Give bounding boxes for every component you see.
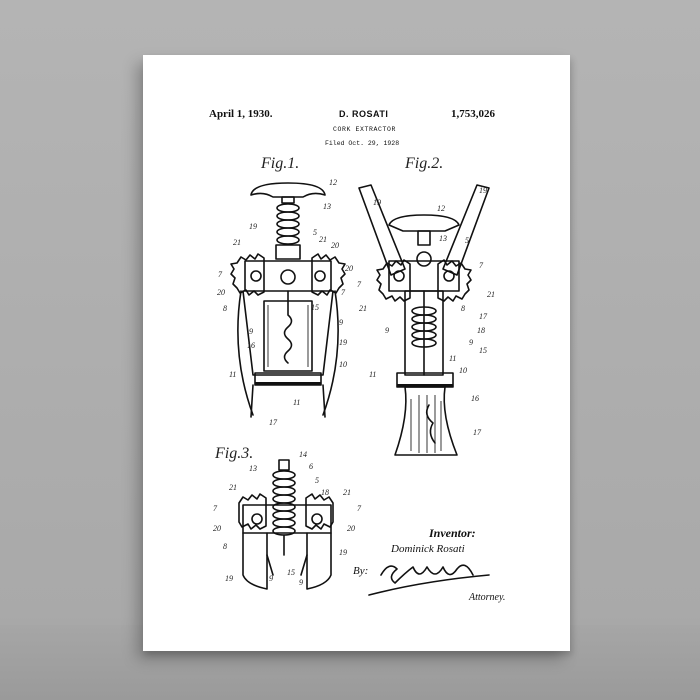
patent-poster: April 1, 1930. D. ROSATI 1,753,026 CORK … xyxy=(143,55,570,651)
svg-text:18: 18 xyxy=(477,326,485,335)
inventor-label: Inventor: xyxy=(429,526,476,540)
figure-2-drawing: 19 19 12 13 5 20 7 7 21 21 8 17 18 9 9 1… xyxy=(345,184,495,456)
svg-text:9: 9 xyxy=(249,327,253,336)
svg-text:19: 19 xyxy=(479,186,487,195)
svg-text:20: 20 xyxy=(213,524,221,533)
svg-text:21: 21 xyxy=(233,238,241,247)
svg-text:5: 5 xyxy=(315,476,319,485)
patent-drawings: 12 13 19 5 21 20 21 7 20 8 7 9 16 15 9 1… xyxy=(213,178,495,596)
svg-text:7: 7 xyxy=(218,270,223,279)
svg-text:6: 6 xyxy=(309,462,313,471)
svg-text:20: 20 xyxy=(217,288,225,297)
svg-text:20: 20 xyxy=(347,524,355,533)
patent-inventor-header: D. ROSATI xyxy=(339,109,389,119)
svg-text:7: 7 xyxy=(357,280,362,289)
svg-text:13: 13 xyxy=(249,464,257,473)
figure-2-label: Fig.2. xyxy=(405,155,444,172)
svg-text:11: 11 xyxy=(449,354,456,363)
svg-text:15: 15 xyxy=(479,346,487,355)
svg-text:15: 15 xyxy=(287,568,295,577)
svg-text:8: 8 xyxy=(461,304,465,313)
svg-text:9: 9 xyxy=(385,326,389,335)
patent-filed-date: Filed Oct. 29, 1928 xyxy=(325,140,400,147)
svg-text:9: 9 xyxy=(469,338,473,347)
svg-text:19: 19 xyxy=(373,198,381,207)
by-label: By: xyxy=(353,565,369,577)
patent-title: CORK EXTRACTOR xyxy=(333,126,397,133)
svg-text:12: 12 xyxy=(329,178,337,187)
svg-text:16: 16 xyxy=(471,394,479,403)
svg-text:9: 9 xyxy=(339,318,343,327)
svg-text:21: 21 xyxy=(229,483,237,492)
svg-text:10: 10 xyxy=(459,366,467,375)
inventor-name: Dominick Rosati xyxy=(391,543,465,555)
attorney-label: Attorney. xyxy=(469,592,506,603)
svg-text:11: 11 xyxy=(293,398,300,407)
figure-3-drawing: 14 13 6 5 18 21 21 7 7 20 20 8 19 19 9 1… xyxy=(213,450,362,590)
svg-text:12: 12 xyxy=(437,204,445,213)
svg-text:19: 19 xyxy=(225,574,233,583)
svg-text:19: 19 xyxy=(339,548,347,557)
attorney-signature xyxy=(368,564,490,596)
svg-text:10: 10 xyxy=(339,360,347,369)
svg-text:7: 7 xyxy=(213,504,218,513)
patent-number: 1,753,026 xyxy=(451,108,495,120)
svg-text:21: 21 xyxy=(487,290,495,299)
svg-text:20: 20 xyxy=(345,264,353,273)
svg-text:20: 20 xyxy=(331,241,339,250)
svg-text:17: 17 xyxy=(269,418,278,427)
svg-text:15: 15 xyxy=(311,303,319,312)
figure-3-label: Fig.3. xyxy=(215,445,254,462)
svg-text:18: 18 xyxy=(321,488,329,497)
svg-text:5: 5 xyxy=(313,228,317,237)
svg-text:7: 7 xyxy=(479,261,484,270)
svg-text:17: 17 xyxy=(473,428,482,437)
svg-text:14: 14 xyxy=(299,450,307,459)
svg-text:13: 13 xyxy=(323,202,331,211)
svg-text:9: 9 xyxy=(269,574,273,583)
svg-text:17: 17 xyxy=(479,312,488,321)
svg-text:8: 8 xyxy=(223,542,227,551)
svg-text:11: 11 xyxy=(369,370,376,379)
svg-text:8: 8 xyxy=(223,304,227,313)
figure-1-label: Fig.1. xyxy=(261,155,300,172)
svg-text:19: 19 xyxy=(339,338,347,347)
svg-text:16: 16 xyxy=(247,341,255,350)
svg-text:9: 9 xyxy=(299,578,303,587)
svg-text:5: 5 xyxy=(465,236,469,245)
svg-text:7: 7 xyxy=(357,504,362,513)
svg-text:21: 21 xyxy=(359,304,367,313)
svg-text:21: 21 xyxy=(319,235,327,244)
svg-text:19: 19 xyxy=(249,222,257,231)
svg-text:21: 21 xyxy=(343,488,351,497)
svg-text:7: 7 xyxy=(341,288,346,297)
patent-date: April 1, 1930. xyxy=(209,108,273,120)
svg-text:13: 13 xyxy=(439,234,447,243)
figure-1-drawing: 12 13 19 5 21 20 21 7 20 8 7 9 16 15 9 1… xyxy=(217,178,347,427)
svg-text:11: 11 xyxy=(229,370,236,379)
